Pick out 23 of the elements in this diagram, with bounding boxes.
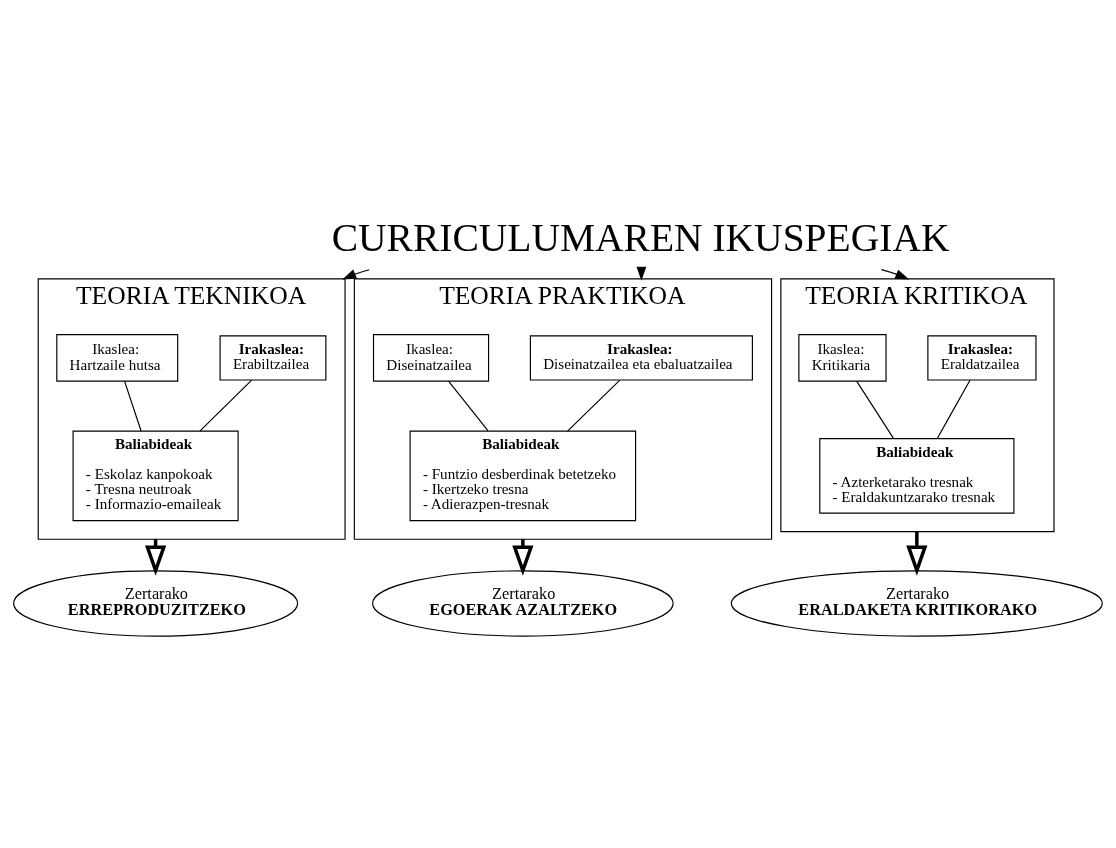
connector <box>936 379 971 439</box>
arrow <box>342 268 370 280</box>
node-ellipse: Zertarako ERREPRODUZITZEKO <box>13 569 299 637</box>
node-box: Ikaslea: Hartzaile hutsa <box>56 333 179 382</box>
connector <box>124 380 142 431</box>
node-ellipse: Zertarako ERALDAKETA KRITIKORAKO <box>730 569 1103 637</box>
node-ellipse: Zertarako EGOERAK AZALTZEKO <box>372 569 674 637</box>
node-box: Irakaslea: Eraldatzailea <box>927 334 1037 381</box>
connector <box>199 379 253 432</box>
connector <box>856 380 895 439</box>
node-text: CURRICULUMAREN IKUSPEGIAK <box>331 215 950 260</box>
node-box: Irakaslea: Erabiltzailea <box>219 334 327 381</box>
node-box: Ikaslea: Kritikaria <box>798 333 887 382</box>
node-box: Baliabideak - Funtzio desberdinak betetzeko - Ikertzeko tresna - Adierazpen-tresnak <box>409 430 637 521</box>
connector <box>448 380 489 431</box>
node-box: Irakaslea: Diseinatzailea eta ebaluatzailea <box>529 334 753 381</box>
arrow <box>906 531 928 576</box>
node-box: Ikaslea: Diseinatzailea <box>372 333 490 382</box>
node-box: Baliabideak - Eskolaz kanpokoak - Tresna neutroak - Informazio-emaileak <box>72 430 239 521</box>
arrow <box>512 538 534 576</box>
connector <box>566 379 621 432</box>
node-box: Baliabideak - Azterketarako tresnak - Eraldakuntzarako tresnak <box>819 437 1015 514</box>
arrow <box>880 268 910 280</box>
